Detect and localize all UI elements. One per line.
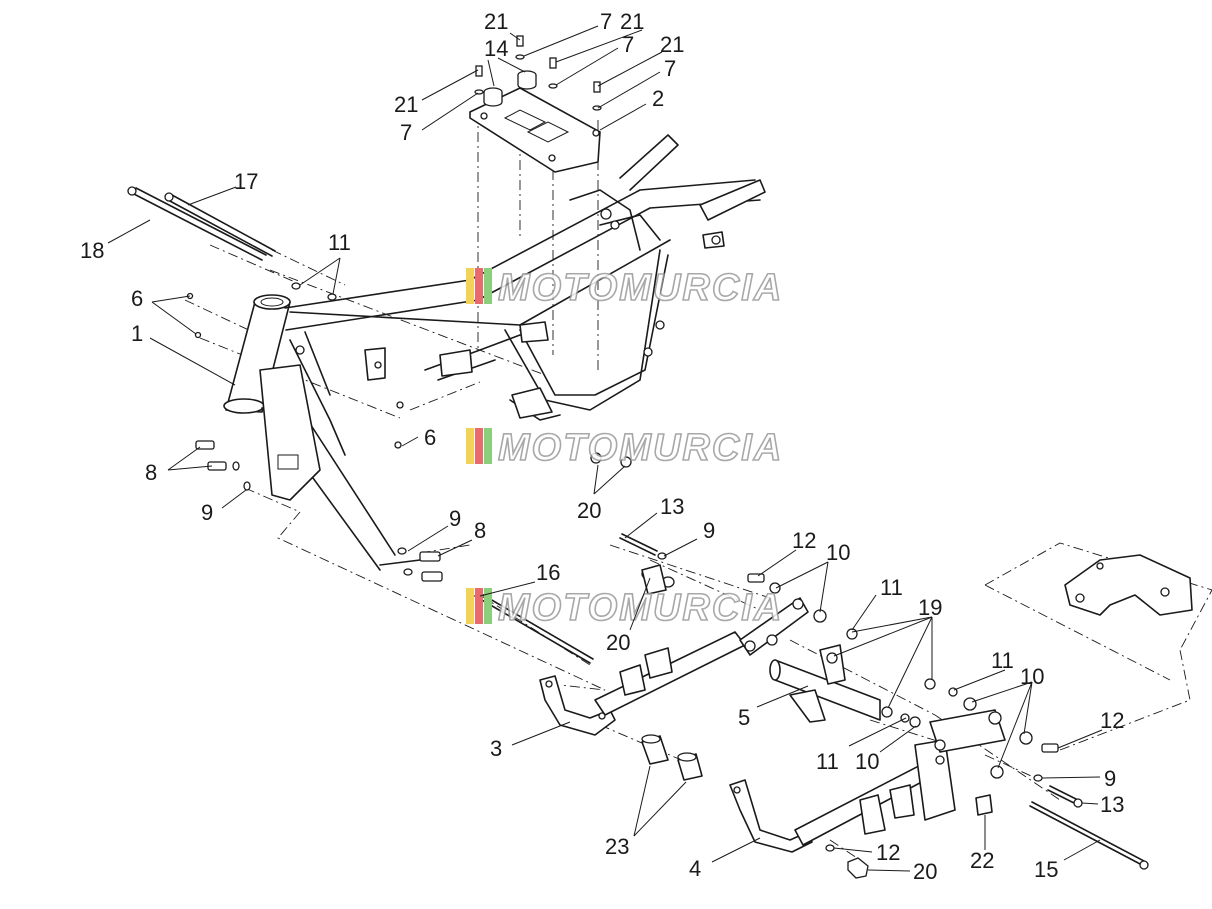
rubber-damper-14 xyxy=(483,70,537,107)
long-bolts-17-18 xyxy=(127,186,276,261)
callout-7: 7 xyxy=(622,32,634,57)
callout-9: 9 xyxy=(449,506,461,531)
spacers-11-top xyxy=(291,282,337,301)
callout-9: 9 xyxy=(703,518,715,543)
nuts-6 xyxy=(186,292,404,449)
callout-12: 12 xyxy=(876,840,900,865)
bushing-22 xyxy=(975,794,993,816)
watermark-group: MOTOMURCIA MOTOMURCIA MOTOMURCIA xyxy=(466,266,783,630)
detail-bracket-box xyxy=(1064,554,1193,616)
callout-1: 1 xyxy=(131,321,143,346)
bolt-12-right xyxy=(1041,743,1059,753)
callout-3: 3 xyxy=(490,736,502,761)
top-bracket-plate xyxy=(469,87,601,173)
bolts-8-left xyxy=(195,440,251,491)
upper-pivot-plates xyxy=(739,573,858,664)
callout-11: 11 xyxy=(328,230,351,255)
callout-13: 13 xyxy=(1100,792,1124,817)
callout-6: 6 xyxy=(424,425,436,450)
callout-2: 2 xyxy=(652,86,664,111)
callout-9: 9 xyxy=(1104,766,1116,791)
callout-14: 14 xyxy=(484,36,508,61)
peg-20-mid xyxy=(641,564,675,595)
callout-15: 15 xyxy=(1034,857,1058,882)
callout-7: 7 xyxy=(600,9,612,34)
callout-7: 7 xyxy=(400,120,412,145)
svg-text:MOTOMURCIA: MOTOMURCIA xyxy=(498,267,783,309)
callout-22: 22 xyxy=(970,848,994,873)
callout-20: 20 xyxy=(577,498,601,523)
nuts-20-center xyxy=(590,452,632,468)
footrest-bracket-4 xyxy=(729,739,956,853)
callout-4: 4 xyxy=(689,856,701,881)
watermark-stripe xyxy=(466,428,474,464)
watermark-logo-1: MOTOMURCIA xyxy=(466,266,783,310)
callout-11: 11 xyxy=(880,575,903,600)
callout-19: 19 xyxy=(918,595,942,620)
callout-labels: 21 7 21 14 7 21 7 21 7 2 17 18 11 6 1 6 … xyxy=(80,9,1124,884)
svg-text:MOTOMURCIA: MOTOMURCIA xyxy=(498,427,783,469)
watermark-stripe xyxy=(484,428,492,464)
callout-21: 21 xyxy=(620,9,644,34)
watermark-stripe xyxy=(475,268,483,304)
callout-11: 11 xyxy=(991,648,1014,673)
callout-17: 17 xyxy=(234,169,258,194)
callout-6: 6 xyxy=(131,286,143,311)
callout-12: 12 xyxy=(1100,708,1124,733)
callout-21: 21 xyxy=(660,32,684,57)
callout-18: 18 xyxy=(80,238,104,263)
footrest-bracket-3 xyxy=(539,631,746,736)
callout-5: 5 xyxy=(738,705,750,730)
watermark-stripe xyxy=(475,428,483,464)
callout-8: 8 xyxy=(474,518,486,543)
bolt-13-right xyxy=(1033,774,1083,808)
main-frame xyxy=(223,134,766,571)
watermark-stripe xyxy=(475,588,483,624)
cross-tube-5 xyxy=(769,644,881,723)
watermark-stripe xyxy=(466,268,474,304)
callout-21: 21 xyxy=(484,9,508,34)
watermark-logo-2: MOTOMURCIA xyxy=(466,426,783,470)
callout-10: 10 xyxy=(826,540,850,565)
svg-text:MOTOMURCIA: MOTOMURCIA xyxy=(498,587,783,629)
callout-20: 20 xyxy=(913,859,937,884)
callout-8: 8 xyxy=(145,460,157,485)
watermark-stripe xyxy=(484,588,492,624)
spacers-23 xyxy=(641,734,703,781)
watermark-stripe xyxy=(466,588,474,624)
rod-15 xyxy=(1029,801,1149,870)
callout-10: 10 xyxy=(855,749,879,774)
watermark-logo-3: MOTOMURCIA xyxy=(466,586,783,630)
callout-21: 21 xyxy=(394,92,418,117)
callout-9: 9 xyxy=(201,500,213,525)
callout-23: 23 xyxy=(605,834,629,859)
callout-7: 7 xyxy=(664,56,676,81)
callout-12: 12 xyxy=(792,528,816,553)
bolt-13-upper xyxy=(619,533,667,560)
right-pivot-plates xyxy=(881,678,1033,779)
callout-16: 16 xyxy=(536,560,560,585)
callout-11: 11 xyxy=(816,749,839,774)
callout-20: 20 xyxy=(606,630,630,655)
rod-16 xyxy=(474,591,594,664)
callout-13: 13 xyxy=(660,494,684,519)
watermark-stripe xyxy=(484,268,492,304)
leader-lines xyxy=(107,25,1103,872)
callout-10: 10 xyxy=(1020,664,1044,689)
top-screws-washers xyxy=(474,35,602,111)
nut-20-bottom xyxy=(825,844,869,879)
bolts-8-lower xyxy=(397,547,443,582)
